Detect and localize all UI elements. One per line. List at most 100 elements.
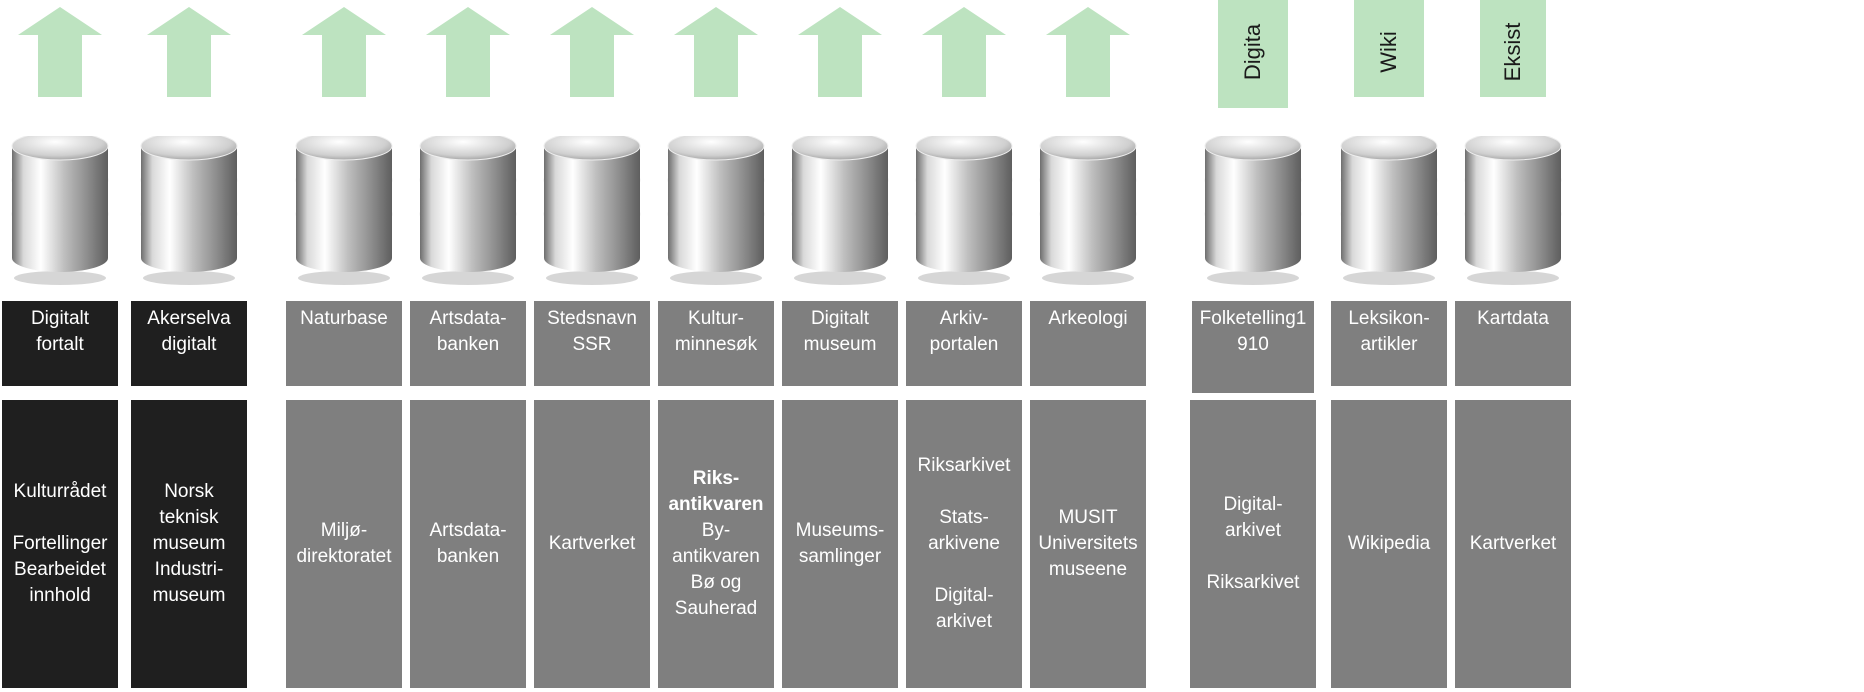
owner-line: banken (436, 546, 500, 567)
source-name-line: Digitalt (810, 308, 870, 329)
source-name-box: Arkeologi (1030, 301, 1146, 386)
owner-line: Kartverket (1469, 533, 1557, 554)
database-icon (419, 136, 517, 285)
database-icon (1340, 136, 1438, 285)
source-name-line: Arkiv- (939, 308, 989, 329)
up-arrow-icon (18, 7, 102, 97)
source-name-line: artikler (1360, 334, 1418, 355)
source-name-line: fortalt (36, 334, 84, 355)
source-name-line: Kartdata (1477, 308, 1549, 329)
source-name-line: Leksikon- (1348, 308, 1430, 329)
owner-line: Riks- (692, 468, 740, 489)
source-name-line: banken (436, 334, 500, 355)
up-arrow-icon (1046, 7, 1130, 97)
database-icon (295, 136, 393, 285)
owner-line: Miljø- (320, 520, 368, 541)
source-name-box: Kartdata (1455, 301, 1571, 386)
source-name-box: Kultur-minnesøk (658, 301, 774, 386)
owner-line: Riksarkivet (1206, 572, 1300, 593)
up-arrow-icon (426, 7, 510, 97)
source-name-box: Artsdata-banken (410, 301, 526, 386)
owner-line: Sauherad (674, 598, 758, 619)
owner-line: Fortellinger (12, 533, 108, 554)
database-icon (543, 136, 641, 285)
owner-line: antikvaren (672, 546, 760, 567)
database-icon (1464, 136, 1562, 285)
up-arrow-icon (147, 7, 231, 97)
source-name-line: Naturbase (300, 308, 388, 329)
database-icon (667, 136, 765, 285)
owner-line: Digital- (934, 585, 994, 606)
caption-bar-text: Wiki (1376, 31, 1401, 73)
up-arrow-icon (550, 7, 634, 97)
source-name-line: Digitalt (30, 308, 90, 329)
owner-line: Kulturrådet (13, 481, 107, 502)
source-name-box: Digitalt fortalt (2, 301, 118, 386)
owner-line: Universitets (1038, 533, 1138, 554)
up-arrow-icon (922, 7, 1006, 97)
owner-line: Digital- (1223, 494, 1283, 515)
owner-line: Bearbeidet (14, 559, 106, 580)
up-arrow-icon (674, 7, 758, 97)
up-arrow-icon (302, 7, 386, 97)
owner-line: innhold (29, 585, 91, 606)
owner-line: museene (1048, 559, 1128, 580)
owner-line: Artsdata- (429, 520, 507, 541)
owner-line: arkivene (928, 533, 1000, 554)
source-name-line: 910 (1237, 334, 1269, 355)
source-name-box: Leksikon-artikler (1331, 301, 1447, 386)
source-name-line: digitalt (161, 334, 217, 355)
caption-bar: Digita (1218, 0, 1288, 108)
database-icon (11, 136, 109, 285)
owner-line: Kartverket (548, 533, 636, 554)
owner-line: Museums- (795, 520, 885, 541)
owner-line: samlinger (798, 546, 882, 567)
source-name-line: Artsdata- (429, 308, 507, 329)
source-name-box: Arkiv-portalen (906, 301, 1022, 386)
owner-line: By- (701, 520, 731, 541)
owner-line: Wikipedia (1347, 533, 1431, 554)
source-name-line: Akerselva (147, 308, 231, 329)
source-name-line: Folketelling1 (1199, 308, 1307, 329)
database-icon (791, 136, 889, 285)
owner-line: museum (152, 585, 226, 606)
database-icon (1039, 136, 1137, 285)
owner-box: Kartverket (1455, 400, 1571, 688)
owner-box: Kartverket (534, 400, 650, 688)
source-name-box: Folketelling1 910 (1192, 301, 1314, 393)
owner-box: Miljø-direktoratet (286, 400, 402, 688)
database-icon (140, 136, 238, 285)
owner-box: Artsdata-banken (410, 400, 526, 688)
source-name-line: Arkeologi (1048, 308, 1128, 329)
caption-bar: Wiki (1354, 0, 1424, 97)
owner-line: teknisk (159, 507, 219, 528)
caption-bar-text: Digita (1240, 23, 1265, 81)
owner-line: arkivet (936, 611, 992, 632)
caption-bar-text: Eksist (1500, 22, 1525, 82)
owner-line: museum (152, 533, 226, 554)
source-name-line: minnesøk (674, 334, 758, 355)
source-name-box: Akerselva digitalt (131, 301, 247, 386)
owner-line: Norsk (164, 481, 214, 502)
owner-box: Museums-samlinger (782, 400, 898, 688)
owner-line: antikvaren (668, 494, 764, 515)
owner-line: Industri- (154, 559, 224, 580)
